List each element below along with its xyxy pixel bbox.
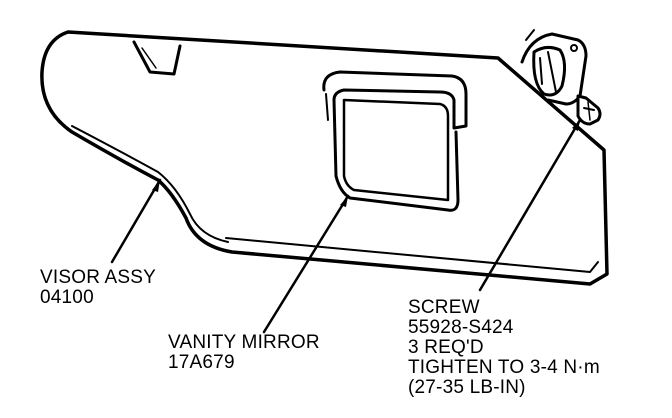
visor-arrowhead <box>152 180 160 192</box>
screw-arrowhead <box>572 120 580 131</box>
screw-part-number: 55928-S424 <box>408 317 514 338</box>
screw-quantity: 3 REQ'D <box>408 337 484 358</box>
visor-leader-line <box>110 178 162 264</box>
mirror-leader-line <box>262 194 350 334</box>
vanity-mirror-glass <box>342 98 450 202</box>
visor-part-number: 04100 <box>40 287 94 308</box>
mirror-part-number: 17A679 <box>168 352 235 373</box>
screw-torque: TIGHTEN TO 3-4 N·m <box>408 357 600 378</box>
screw-name: SCREW <box>408 297 480 318</box>
mirror-callout: VANITY MIRROR 17A679 <box>168 333 320 373</box>
screw-callout: SCREW 55928-S424 3 REQ'D TIGHTEN TO 3-4 … <box>408 298 600 398</box>
mirror-arrowhead <box>340 196 348 207</box>
mirror-name: VANITY MIRROR <box>168 332 320 353</box>
visor-notch <box>132 40 182 76</box>
screw-leader-line <box>478 118 582 292</box>
visor-edge-rim <box>225 237 599 273</box>
visor-name: VISOR ASSY <box>40 267 157 288</box>
visor-lower-rim <box>71 125 229 243</box>
vanity-mirror-frame <box>322 70 468 212</box>
screw-torque-imperial: (27-35 LB-IN) <box>408 377 526 398</box>
visor-callout: VISOR ASSY 04100 <box>40 268 156 308</box>
